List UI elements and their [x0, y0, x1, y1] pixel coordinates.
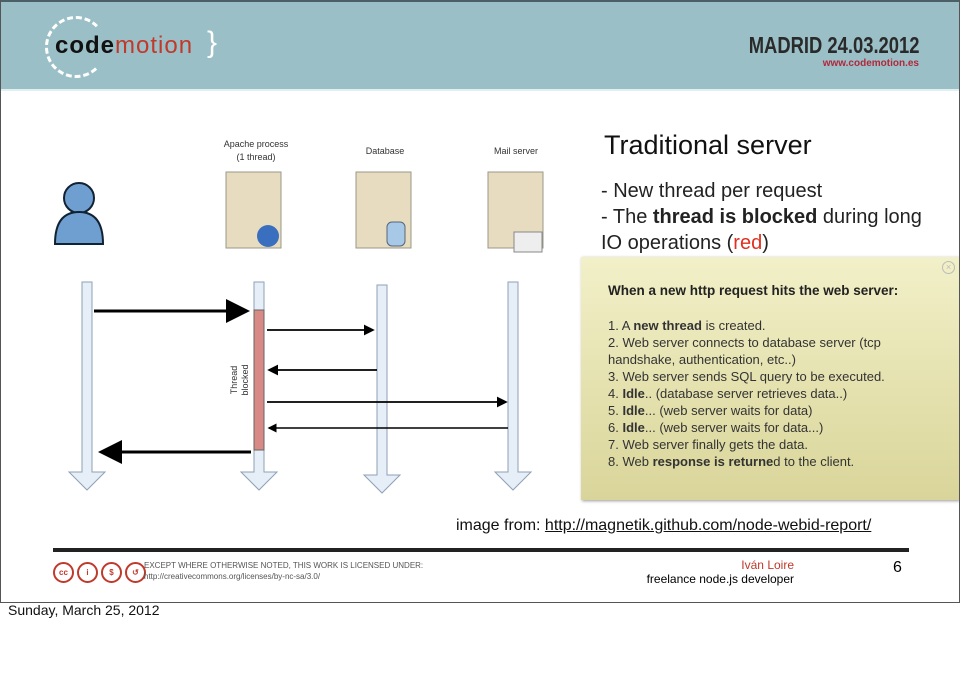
- note-item: 8. Web response is returned to the clien…: [608, 454, 855, 469]
- page-number: 6: [893, 559, 902, 576]
- note-item: 5. Idle... (web server waits for data): [608, 403, 813, 418]
- bullet-2: - The thread is blocked during long IO o…: [601, 206, 922, 254]
- note-item: 1. A new thread is created.: [608, 318, 766, 333]
- bullet-1: - New thread per request: [601, 180, 823, 202]
- blocked-label: blocked: [240, 364, 250, 395]
- thread-label: Thread: [229, 366, 239, 395]
- note-item: 3. Web server sends SQL query to be exec…: [608, 369, 885, 384]
- user-icon: [53, 182, 105, 245]
- slide-title: Traditional server: [604, 130, 812, 160]
- logo-text: code: [55, 32, 116, 59]
- slide: codemotion } MADRID 24.03.2012 www.codem…: [0, 0, 960, 603]
- footer-rule: [53, 548, 909, 552]
- lifelines: [67, 281, 533, 494]
- note-item: 7. Web server finally gets the data.: [608, 437, 808, 452]
- credit-link[interactable]: http://magnetik.github.com/node-webid-re…: [544, 517, 872, 534]
- note-item: 2. Web server connects to database serve…: [608, 335, 881, 367]
- image-credit: image from: http://magnetik.github.com/n…: [456, 517, 872, 534]
- bullet-list: - New thread per request - The thread is…: [601, 178, 931, 256]
- event-url: www.codemotion.es: [822, 58, 919, 69]
- sa-icon: ↺: [125, 562, 146, 583]
- logo-text-red: motion: [115, 32, 194, 59]
- note-heading: When a new http request hits the web ser…: [608, 283, 899, 298]
- apache-server-icon: [225, 171, 282, 249]
- by-icon: i: [77, 562, 98, 583]
- sticky-note: × When a new http request hits the web s…: [581, 257, 959, 500]
- database-label: Database: [366, 146, 405, 156]
- license-text: EXCEPT WHERE OTHERWISE NOTED, THIS WORK …: [144, 561, 424, 581]
- sequence-diagram: Apache process (1 thread) Database Mail …: [53, 139, 544, 494]
- thread-blocked-bar: [253, 309, 265, 451]
- nc-icon: $: [101, 562, 122, 583]
- print-date: Sunday, March 25, 2012: [8, 602, 160, 618]
- database-server-icon: [355, 171, 412, 249]
- note-item: 4. Idle.. (database server retrieves dat…: [608, 386, 848, 401]
- event-date: MADRID 24.03.2012: [748, 32, 919, 58]
- close-icon[interactable]: ×: [942, 261, 955, 274]
- mail-server-icon: [487, 171, 544, 253]
- cc-icon: cc: [53, 562, 74, 583]
- codemotion-logo: codemotion }: [45, 16, 217, 78]
- mail-server-label: Mail server: [494, 146, 538, 156]
- apache-thread-label: (1 thread): [236, 152, 275, 162]
- slide-header: codemotion } MADRID 24.03.2012 www.codem…: [1, 2, 959, 91]
- apache-label: Apache process: [224, 139, 289, 149]
- note-item: 6. Idle... (web server waits for data...…: [608, 420, 824, 435]
- note-list: 1. A new thread is created. 2. Web server…: [608, 317, 948, 470]
